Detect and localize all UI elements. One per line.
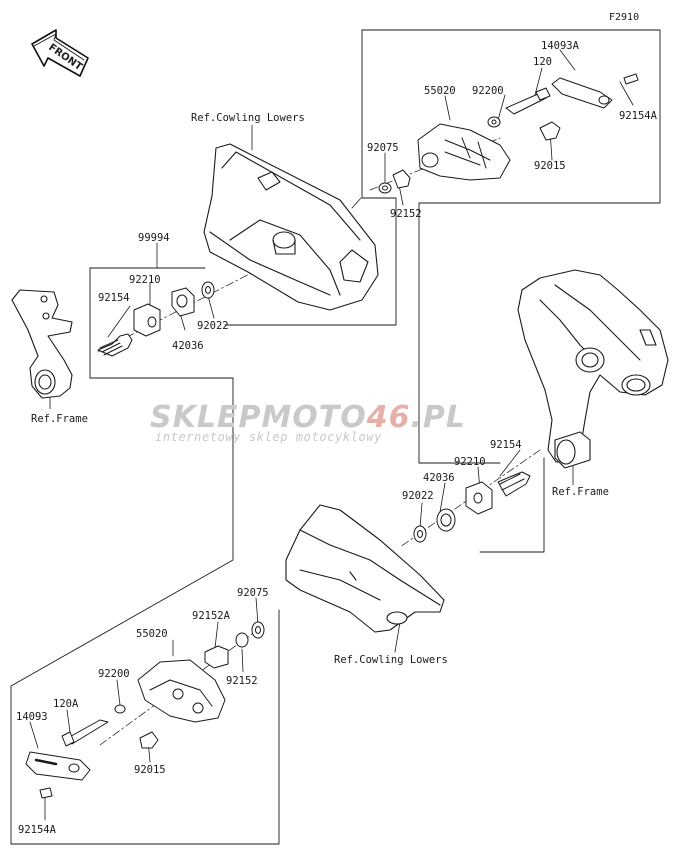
ref-frame-upper: Ref.Frame [31, 413, 88, 425]
part-label-99994: 99994 [138, 232, 170, 244]
group-box-right-middle [418, 457, 545, 553]
ref-frame-right: Ref.Frame [552, 486, 609, 498]
right-frame-part [517, 269, 669, 469]
part-label-92022-right: 92022 [402, 490, 434, 502]
part-label-92152: 92152 [390, 208, 422, 220]
upper-frame-bracket [11, 289, 73, 399]
part-label-92022-upper: 92022 [197, 320, 229, 332]
part-label-92154-right: 92154 [490, 439, 522, 451]
part-label-92210-right: 92210 [454, 456, 486, 468]
front-arrow-icon [31, 29, 89, 77]
part-label-14093A: 14093A [541, 40, 579, 52]
lower-cowling-part [285, 504, 445, 633]
part-label-92015-lower: 92015 [134, 764, 166, 776]
right-middle-hardware [413, 471, 531, 543]
part-label-92154-upper: 92154 [98, 292, 130, 304]
watermark-brand-part2: 46 [366, 400, 411, 435]
figure-code: F2910 [609, 12, 640, 23]
part-label-14093: 14093 [16, 711, 48, 723]
upper-right-hardware [378, 73, 639, 194]
part-label-92200-lower: 92200 [98, 668, 130, 680]
watermark-brand: SKLEPMOTO46.PL [150, 400, 466, 435]
group-box-left [10, 267, 280, 845]
watermark-tagline: internetowy sklep motocyklowy [155, 430, 382, 444]
part-label-92152A: 92152A [192, 610, 230, 622]
upper-left-hardware [97, 281, 215, 357]
ref-cowling-lowers-upper: Ref.Cowling Lowers [191, 112, 305, 124]
part-label-55020: 55020 [424, 85, 456, 97]
part-label-92210-upper: 92210 [129, 274, 161, 286]
ref-cowling-lowers-lower: Ref.Cowling Lowers [334, 654, 448, 666]
part-label-55020-lower: 55020 [136, 628, 168, 640]
part-label-92154A-lower: 92154A [18, 824, 56, 836]
part-label-120A: 120A [53, 698, 79, 710]
part-label-92015: 92015 [534, 160, 566, 172]
part-label-120: 120 [533, 56, 552, 68]
watermark-brand-part3: .PL [410, 400, 467, 435]
part-label-92075-lower: 92075 [237, 587, 269, 599]
part-label-42036-upper: 42036 [172, 340, 204, 352]
watermark-brand-part1: SKLEPMOTO [150, 400, 367, 435]
group-box-upper-right [224, 29, 661, 464]
part-label-92075: 92075 [367, 142, 399, 154]
part-label-92152-lower: 92152 [226, 675, 258, 687]
part-label-92154A: 92154A [619, 110, 657, 122]
part-label-42036-right: 42036 [423, 472, 455, 484]
upper-cowling-part [203, 143, 379, 311]
part-label-92200: 92200 [472, 85, 504, 97]
lower-left-hardware [25, 621, 265, 799]
